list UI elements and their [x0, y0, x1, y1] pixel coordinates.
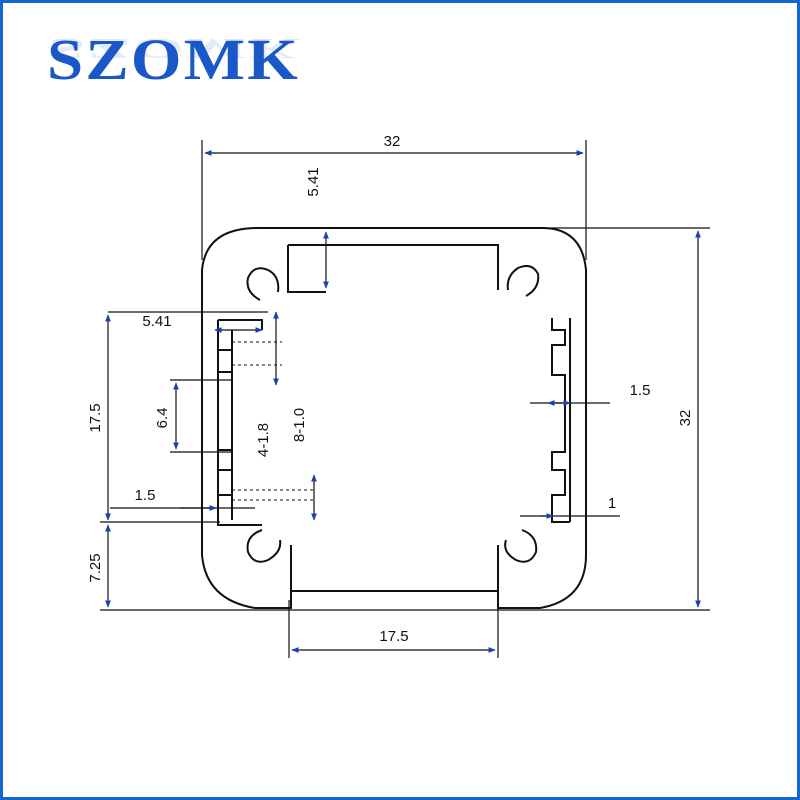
label-slot-width-b: 8-1.0: [291, 408, 308, 442]
mounting-lobe-top-left: [246, 267, 280, 301]
label-top-wall: 5.41: [305, 167, 322, 196]
left-channel-inner-lines: [232, 341, 315, 501]
label-bottom-opening: 17.5: [379, 628, 408, 645]
label-overall-height: 32: [677, 410, 694, 427]
mounting-lobe-bottom-right: [504, 529, 538, 563]
label-right-gap: 1: [608, 495, 616, 512]
label-right-fin: 1.5: [630, 382, 651, 399]
label-left-opening: 17.5: [87, 403, 104, 432]
label-slot-width-a: 4-1.8: [255, 423, 272, 457]
dimension-lines: [100, 140, 710, 658]
left-channel: [217, 319, 263, 526]
dimension-labels: 32 5.41 32 5.41 17.5 6.4 4-1.8 8-1.0 1.5…: [87, 133, 694, 645]
profile-top-notch: [287, 244, 499, 293]
brand-logo: SZOMK: [47, 27, 301, 92]
label-left-wall: 5.41: [142, 313, 171, 330]
label-slot-pitch: 6.4: [154, 408, 171, 429]
label-overall-width: 32: [384, 133, 401, 150]
profile-bottom-opening: [290, 545, 499, 591]
label-bottom-offset: 7.25: [87, 553, 104, 582]
right-fin-stack: [551, 318, 570, 523]
label-left-fin: 1.5: [135, 487, 156, 504]
mounting-lobe-bottom-left: [246, 529, 282, 563]
profile-outline: [201, 227, 587, 609]
profile-outer-contour: [201, 227, 587, 609]
mounting-lobe-top-right: [506, 265, 540, 297]
